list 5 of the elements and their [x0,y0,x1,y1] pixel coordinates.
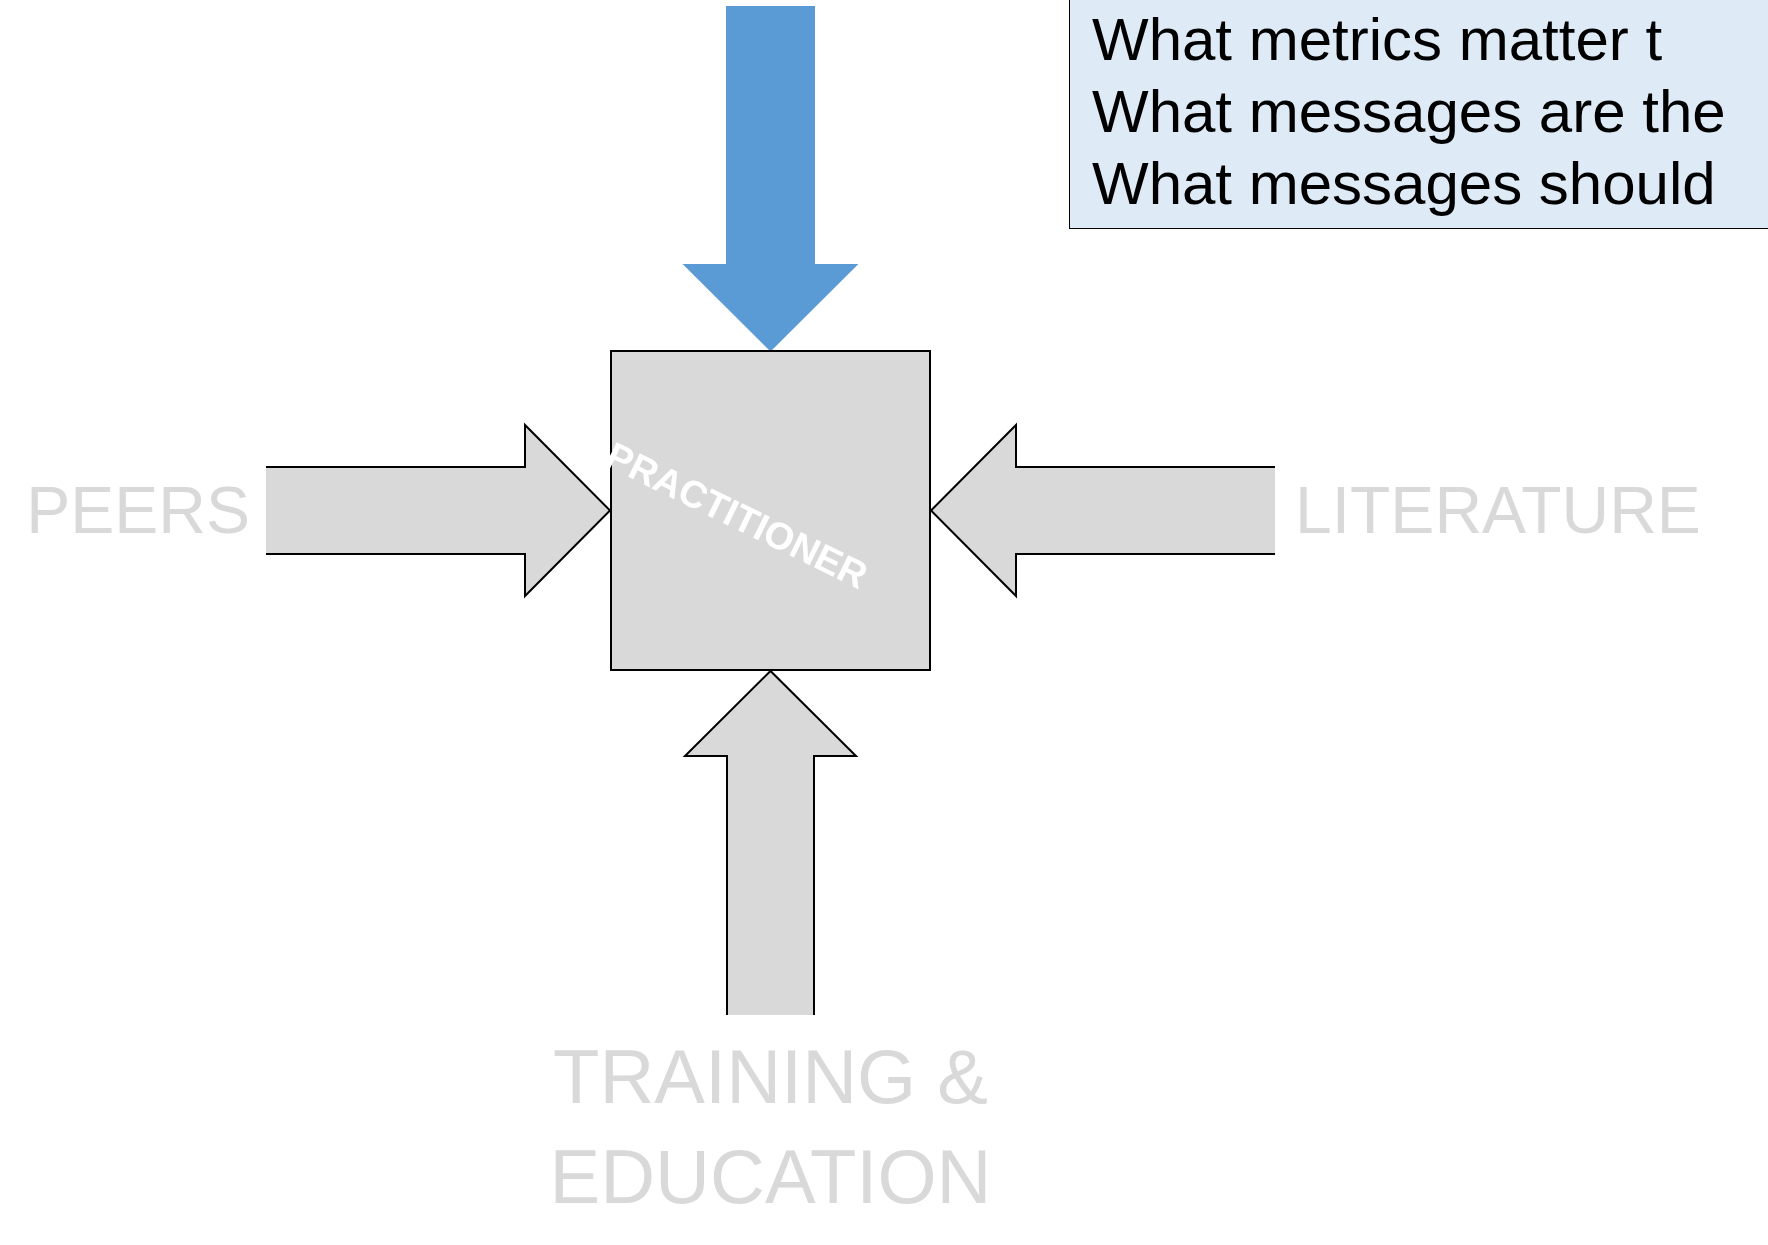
question-box [1069,0,1768,229]
question-text: What messages should [1092,149,1716,219]
question-text: What messages are the [1092,77,1726,147]
practitioner-box [610,350,931,671]
question-text: What metrics matter t [1092,5,1663,75]
